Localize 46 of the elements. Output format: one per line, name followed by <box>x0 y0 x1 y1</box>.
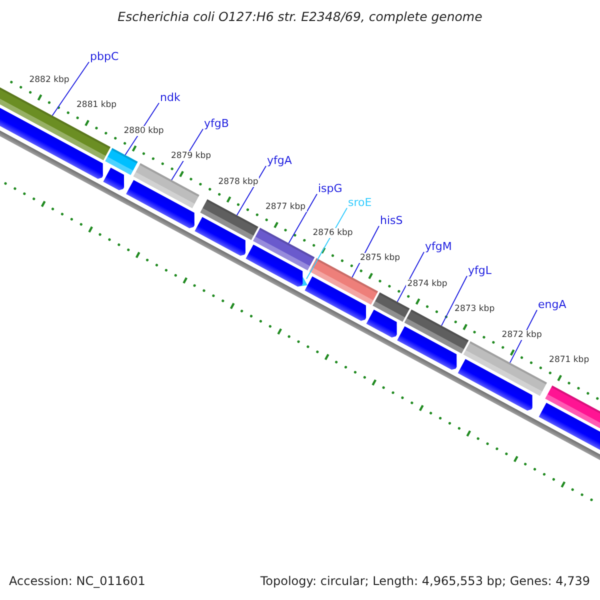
title: Escherichia coli O127:H6 str. E2348/69, complete genome <box>116 9 484 24</box>
cds-feature <box>458 359 532 411</box>
leader-line <box>288 194 318 244</box>
gene-label: yfgB <box>204 118 229 130</box>
position-label: 2876 kbp <box>312 228 354 238</box>
gene-label: yfgA <box>267 155 292 167</box>
position-label: 2881 kbp <box>76 100 118 110</box>
position-label: 2873 kbp <box>454 304 496 314</box>
gene-label: ispG <box>318 183 342 195</box>
leader-line <box>396 252 424 302</box>
cds-feature <box>366 310 397 338</box>
cds-feature <box>103 168 124 190</box>
gene-label: yfgM <box>425 241 452 253</box>
gene-label: ndk <box>160 92 180 104</box>
accession-text: Accession: NC_011601 <box>9 574 146 588</box>
gene-bar <box>463 341 547 396</box>
genome-summary: Topology: circular; Length: 4,965,553 bp; Genes: 4,739 <box>260 574 590 588</box>
gene-bar <box>253 228 315 270</box>
position-label: 2878 kbp <box>217 176 260 187</box>
gene-label: engA <box>538 299 566 311</box>
position-label: 2874 kbp <box>406 278 448 289</box>
cds-feature <box>194 217 246 256</box>
cds-feature <box>538 402 600 450</box>
gene-bar <box>200 199 258 240</box>
gene-bar <box>133 163 200 208</box>
gene-bar <box>372 292 410 322</box>
cds-feature <box>126 180 194 228</box>
gene-bar <box>105 148 138 175</box>
position-label: 2872 kbp <box>500 330 543 340</box>
position-label: 2879 kbp <box>170 151 212 162</box>
cds-feature <box>0 108 103 179</box>
cds-feature <box>304 276 366 321</box>
position-label: 2877 kbp <box>264 202 307 212</box>
gene-label: sroE <box>348 197 372 209</box>
cds-feature <box>246 244 303 287</box>
leader-line <box>52 62 90 116</box>
position-label: 2880 kbp <box>122 126 165 136</box>
position-label: 2871 kbp <box>548 355 590 366</box>
gene-label: pbpC <box>90 51 119 63</box>
leader-line <box>236 166 266 216</box>
position-label: 2875 kbp <box>359 253 402 264</box>
gene-label: yfgL <box>468 265 492 277</box>
gene-bar <box>545 385 600 428</box>
cds-feature <box>397 326 457 370</box>
gene-label: hisS <box>380 215 403 227</box>
position-label: 2882 kbp <box>28 74 70 85</box>
